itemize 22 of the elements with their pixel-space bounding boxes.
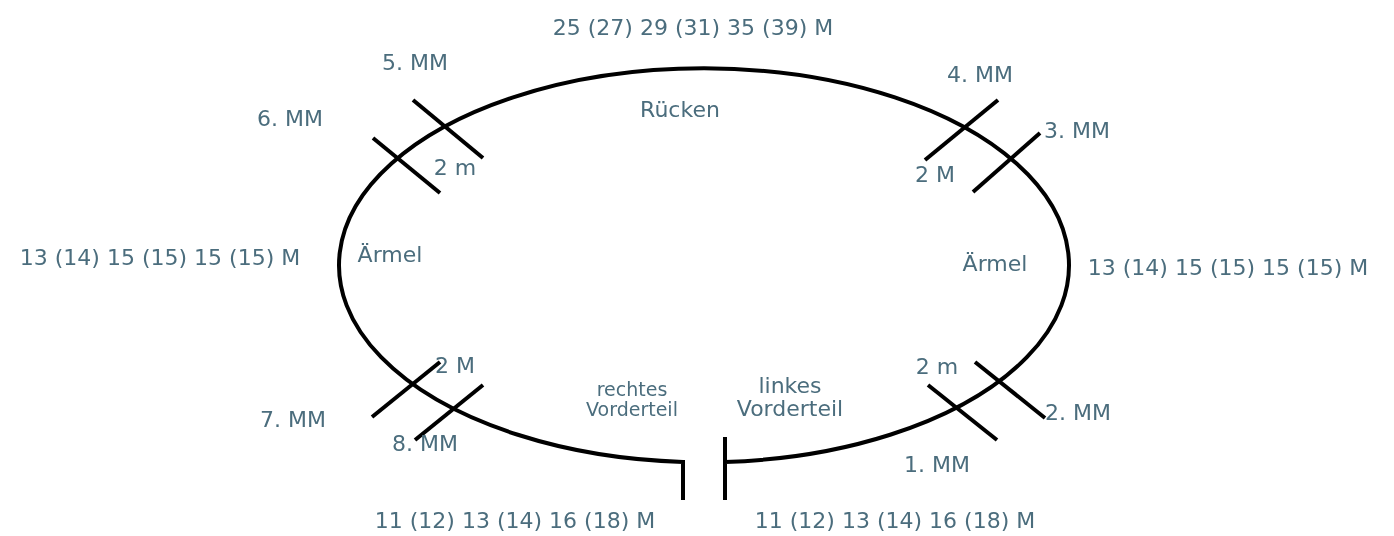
stitch-count-label: 11 (12) 13 (14) 16 (18) M: [754, 509, 1036, 533]
stitch-count-label: 25 (27) 29 (31) 35 (39) M: [552, 16, 834, 40]
marker-label: 2. MM: [1045, 401, 1111, 425]
marker-label: 3. MM: [1044, 119, 1110, 143]
marker-label: 4. MM: [947, 63, 1013, 87]
part-label: linkes Vorderteil: [735, 373, 845, 421]
marker-label: 7. MM: [260, 408, 326, 432]
marker-label: 6. MM: [257, 107, 323, 131]
stitch-note: 2 M: [435, 354, 475, 378]
stitch-note: 2 M: [915, 163, 955, 187]
part-label: rechtes Vorderteil: [585, 380, 679, 420]
part-label: Rücken: [640, 98, 720, 122]
marker-label: 5. MM: [382, 51, 448, 75]
part-label: Ärmel: [962, 252, 1028, 276]
marker-label: 8. MM: [392, 432, 458, 456]
stitch-count-label: 11 (12) 13 (14) 16 (18) M: [374, 509, 656, 533]
marker-label: 1. MM: [904, 453, 970, 477]
stitch-note: 2 m: [915, 355, 959, 379]
part-label: Ärmel: [357, 243, 423, 267]
stitch-count-label: 13 (14) 15 (15) 15 (15) M: [19, 246, 301, 270]
stitch-note: 2 m: [433, 156, 477, 180]
stitch-count-label: 13 (14) 15 (15) 15 (15) M: [1087, 256, 1369, 280]
